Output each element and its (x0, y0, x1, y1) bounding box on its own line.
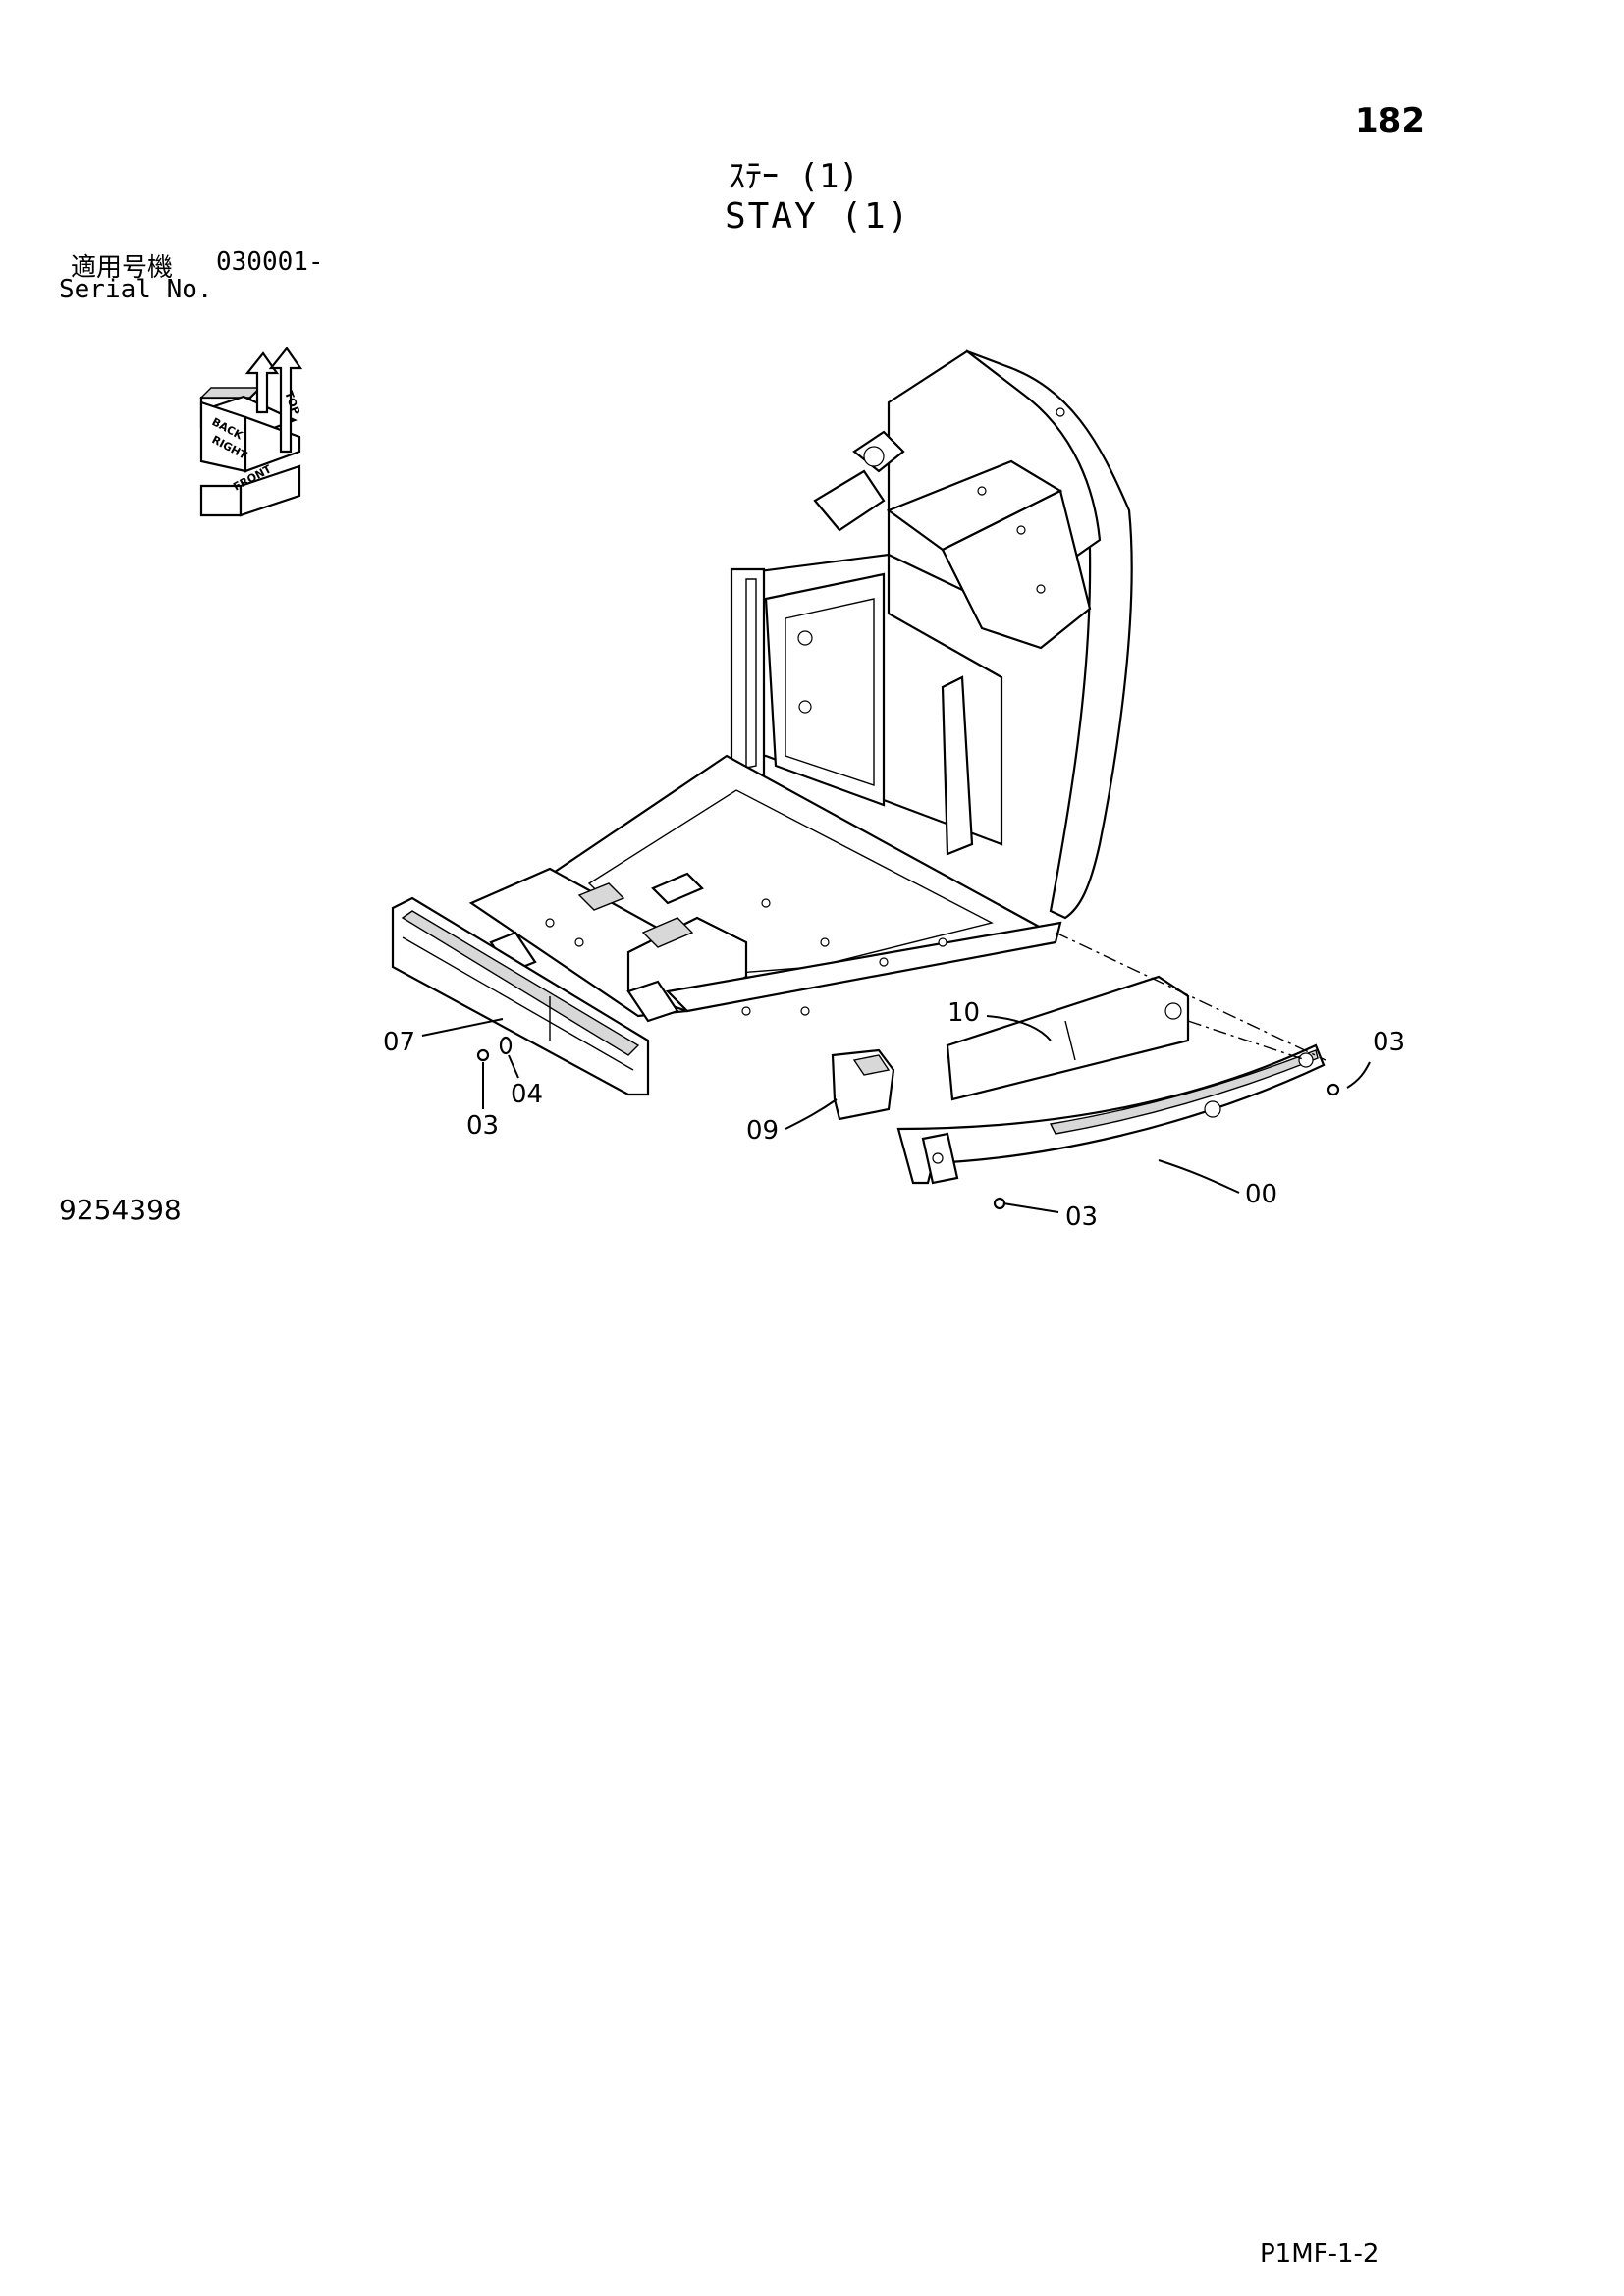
washer-04 (499, 1036, 513, 1055)
callout-03: 03 (1373, 1028, 1405, 1057)
part-09-bracket (831, 1048, 895, 1121)
leader-line (1346, 1061, 1371, 1089)
page-title-japanese: ｽﾃｰ (1) (729, 157, 859, 196)
page-title-english: STAY (1) (725, 196, 911, 237)
serial-number-value: 030001- (216, 247, 324, 277)
orientation-cube-icon: BACK RIGHT FRONT TOP (199, 347, 303, 517)
bolt-03-right (1326, 1083, 1340, 1096)
callout-07: 07 (383, 1028, 415, 1057)
footer-page-code: P1MF-1-2 (1260, 2239, 1380, 2269)
serial-label-japanese: 適用号機 (71, 253, 174, 283)
bolt-03-left (476, 1048, 490, 1062)
assembly-line (1187, 1020, 1307, 1061)
leader-line (986, 1015, 1052, 1041)
callout-03: 03 (466, 1111, 499, 1141)
leader-line (1158, 1159, 1240, 1194)
page-number: 182 (1355, 101, 1425, 140)
bolt-03-bottom (993, 1197, 1006, 1210)
callout-10: 10 (947, 998, 980, 1028)
serial-label-english: Serial No. (59, 275, 213, 304)
callout-04: 04 (511, 1080, 543, 1109)
callout-09: 09 (746, 1116, 779, 1146)
drawing-number: 9254398 (59, 1194, 182, 1226)
part-10-filler (946, 975, 1190, 1101)
leader-line (421, 1018, 504, 1037)
callout-00: 00 (1245, 1180, 1277, 1209)
part-07-front-cover (391, 896, 650, 1096)
leader-line (785, 1098, 838, 1130)
leader-line (1002, 1202, 1059, 1213)
callout-03: 03 (1065, 1202, 1098, 1232)
part-00-stay (896, 1043, 1326, 1185)
leader-line (508, 1054, 519, 1079)
assembly-line (1055, 932, 1326, 1061)
cab-frame-assembly (468, 349, 1133, 1023)
